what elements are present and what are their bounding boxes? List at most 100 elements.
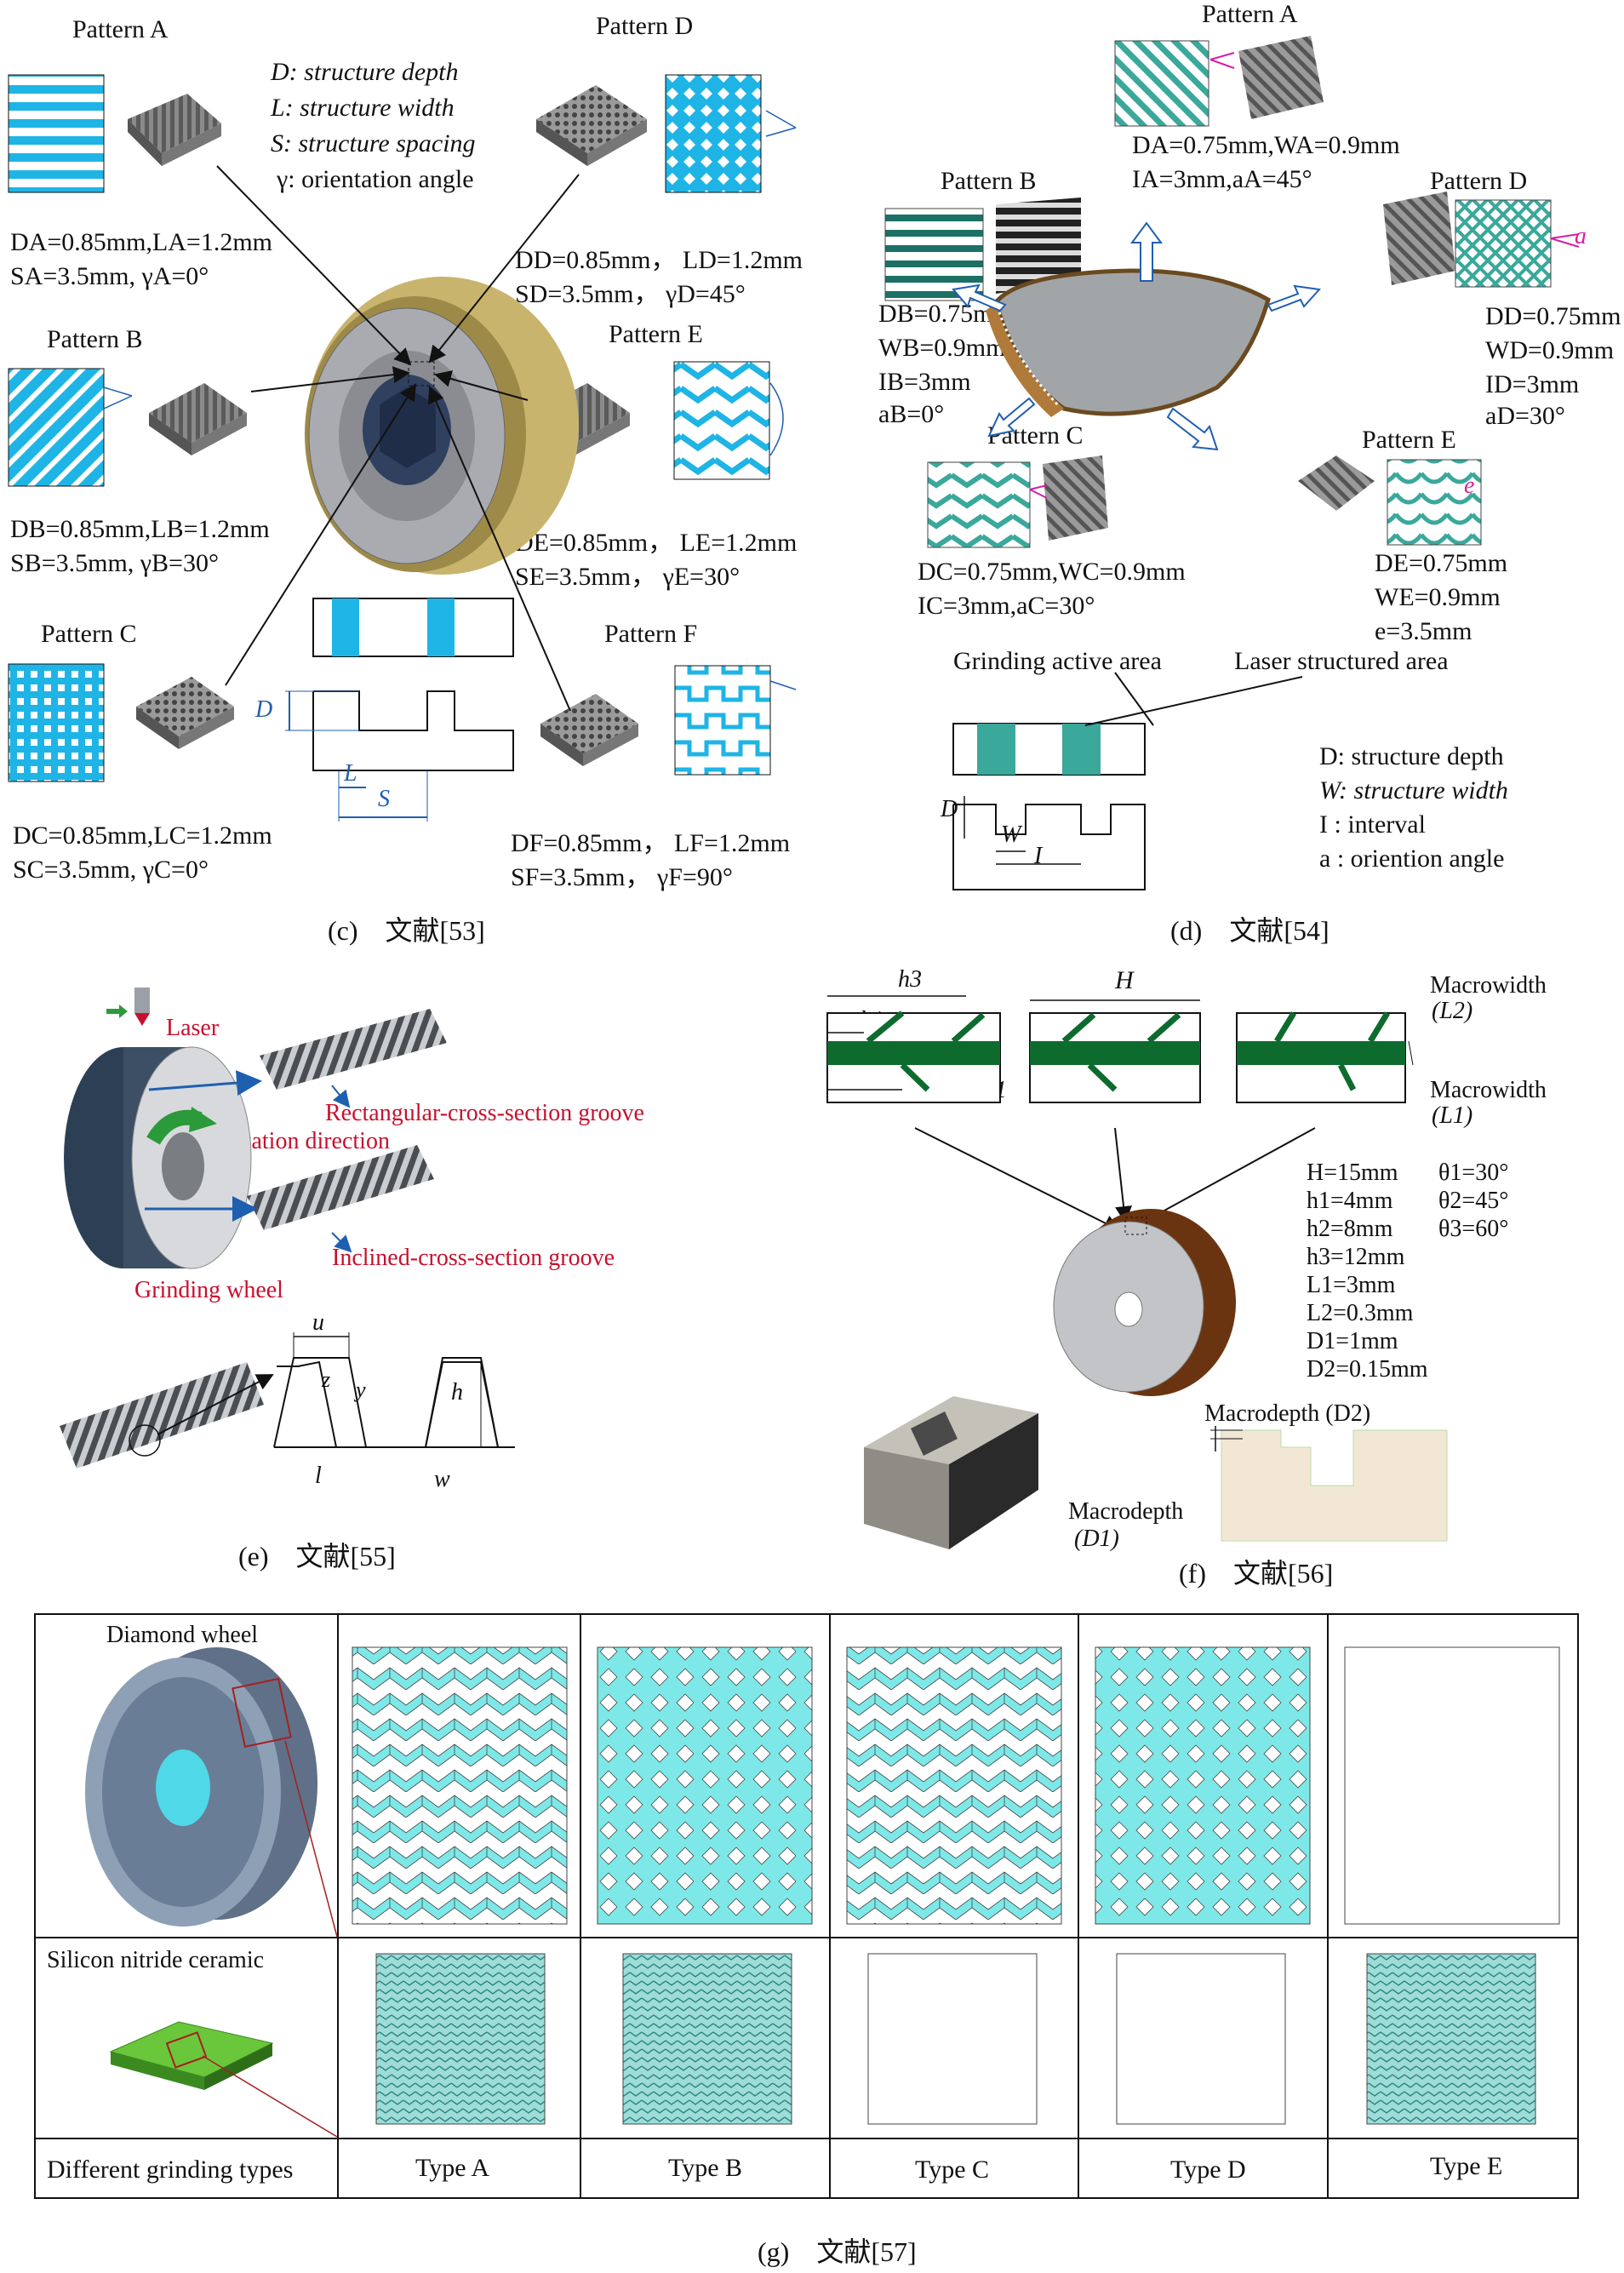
dim-h: h bbox=[451, 1379, 463, 1406]
params-c-2: SC=3.5mm, γC=0° bbox=[13, 856, 209, 884]
d-params-e-2: WE=0.9mm bbox=[1375, 583, 1501, 611]
pattern-e-title: Pattern E bbox=[609, 320, 703, 348]
silicon-nitride-label: Silicon nitride ceramic bbox=[47, 1947, 265, 1973]
pattern-c-grid bbox=[8, 663, 105, 782]
panel-c: Pattern A Pattern D Pattern B Pattern E … bbox=[0, 0, 817, 946]
d-pattern-c-teal bbox=[927, 461, 1031, 548]
pattern-b-title: Pattern B bbox=[47, 325, 143, 353]
feed-arrow-icon bbox=[106, 1005, 128, 1018]
d-params-a-1: DA=0.75mm,WA=0.9mm bbox=[1132, 131, 1400, 159]
inclined-groove-block bbox=[247, 1145, 434, 1230]
angle-a-label: a bbox=[1575, 223, 1587, 249]
legend-depth: D: structure depth bbox=[271, 58, 459, 86]
d-params-c-2: IC=3mm,aC=30° bbox=[918, 592, 1095, 620]
angle-e-label: e bbox=[1464, 472, 1475, 499]
g-cell-type-e bbox=[1327, 2138, 1579, 2199]
panel-c-graphics bbox=[8, 74, 797, 822]
f-theta2-value: θ2=45° bbox=[1438, 1188, 1509, 1214]
laser-structured-area-label: Laser structured area bbox=[1234, 647, 1449, 675]
g-ceramic-pattern-c bbox=[867, 1953, 1038, 2125]
d-pattern-d-3d bbox=[1383, 192, 1455, 285]
groove-sketch-2 bbox=[1029, 1012, 1201, 1103]
pattern-d-diamonds bbox=[665, 74, 762, 193]
d-pattern-b-teal bbox=[884, 208, 984, 301]
d-direction-arrows bbox=[952, 221, 1322, 451]
groove-sketch-1 bbox=[826, 1011, 1001, 1103]
legend-angle: γ: orientation angle bbox=[277, 165, 474, 193]
rect-groove-block bbox=[260, 1009, 447, 1090]
section-profile bbox=[312, 690, 514, 771]
pattern-d-3d-block bbox=[536, 85, 647, 153]
panel-e-graphics bbox=[60, 988, 515, 1469]
d-params-c-1: DC=0.75mm,WC=0.9mm bbox=[918, 558, 1186, 586]
d-params-e-3: e=3.5mm bbox=[1375, 617, 1472, 645]
f-l2: (L2) bbox=[1432, 998, 1473, 1024]
groove-sketch-3 bbox=[1236, 1011, 1406, 1103]
f-profile bbox=[1221, 1429, 1448, 1542]
g-ceramic-pattern-d bbox=[1116, 1953, 1286, 2125]
d-pattern-e-title: Pattern E bbox=[1362, 426, 1456, 454]
f-d1: (D1) bbox=[1074, 1526, 1119, 1552]
f-macrowidth-l1: Macrowidth bbox=[1430, 1077, 1547, 1103]
panel-g-graphics bbox=[85, 1646, 1560, 2138]
d-params-d-1: DD=0.75mm bbox=[1485, 302, 1621, 330]
params-f-2: SF=3.5mm， γF=90° bbox=[511, 863, 733, 891]
d-params-b-4: aB=0° bbox=[878, 400, 945, 428]
d-params-d-4: aD=30° bbox=[1485, 402, 1565, 430]
params-d-2: SD=3.5mm， γD=45° bbox=[515, 280, 746, 308]
panel-g: Diamond wheel Silicon nitride ceramic Di… bbox=[34, 1613, 1579, 2209]
d-wheel-section bbox=[986, 268, 1271, 417]
pattern-c-3d-block bbox=[136, 677, 234, 736]
params-c-1: DC=0.85mm,LC=1.2mm bbox=[13, 822, 272, 850]
d-pattern-b-3d bbox=[996, 198, 1081, 294]
type-c-label: Type C bbox=[915, 2156, 990, 2184]
dim-s-label: S bbox=[378, 786, 390, 812]
panel-d: Pattern A Pattern B Pattern D Pattern C … bbox=[860, 0, 1624, 946]
pattern-f-title: Pattern F bbox=[604, 620, 698, 648]
d-pattern-a-3d bbox=[1238, 36, 1324, 119]
pattern-f-meander bbox=[674, 665, 771, 776]
d-legend-angle: a : oriention angle bbox=[1319, 845, 1505, 873]
d-pattern-d-title: Pattern D bbox=[1430, 167, 1528, 195]
f-macrodepth-d1: Macrodepth bbox=[1068, 1498, 1184, 1525]
g-wheel-pattern-c bbox=[846, 1646, 1062, 1925]
grinding-active-area-label: Grinding active area bbox=[953, 647, 1162, 675]
pattern-e-zigzag bbox=[673, 361, 770, 480]
caption-e: (e) 文献[55] bbox=[238, 1541, 396, 1572]
legend-spacing: S: structure spacing bbox=[271, 129, 476, 157]
dim-w: w bbox=[434, 1466, 450, 1492]
type-a-label: Type A bbox=[415, 2154, 490, 2182]
d-legend-width: W: structure width bbox=[1319, 776, 1508, 804]
d-pattern-e-3d bbox=[1298, 455, 1375, 511]
dim-l-label: L bbox=[344, 760, 357, 787]
panel-f-graphics bbox=[826, 995, 1448, 1549]
grinding-types-label: Different grinding types bbox=[47, 2156, 294, 2184]
d-pattern-a-title: Pattern A bbox=[1202, 0, 1298, 28]
g-wheel-pattern-b bbox=[597, 1646, 813, 1925]
f-h3: h3 bbox=[898, 966, 922, 993]
d-pattern-e-teal bbox=[1387, 459, 1482, 546]
diamond-wheel-label: Diamond wheel bbox=[106, 1622, 259, 1648]
f-3d-block bbox=[864, 1396, 1038, 1549]
d-dim-w: W bbox=[1001, 822, 1021, 848]
panel-d-graphics bbox=[884, 36, 1580, 890]
laser-head-icon bbox=[134, 988, 150, 1013]
f-param-h1: h1=4mm bbox=[1307, 1188, 1393, 1214]
d-params-d-2: WD=0.9mm bbox=[1485, 336, 1615, 364]
grinding-wheel bbox=[305, 277, 579, 575]
f-theta1-value: θ1=30° bbox=[1438, 1159, 1509, 1186]
g-wheel-pattern-a bbox=[352, 1646, 568, 1925]
grinding-wheel-label: Grinding wheel bbox=[134, 1277, 283, 1303]
f-l1: (L1) bbox=[1432, 1102, 1473, 1129]
d-dim-i: I bbox=[1034, 843, 1043, 869]
g-ceramic-pattern-a bbox=[375, 1953, 546, 2125]
panel-f: h3 h1 h2 H θ1 θ2 θ3 Macrowidth (L2) Macr… bbox=[817, 962, 1624, 1592]
f-H: H bbox=[1115, 966, 1134, 994]
pattern-f-3d-block bbox=[540, 694, 638, 753]
type-b-label: Type B bbox=[668, 2154, 743, 2182]
pattern-a-title: Pattern A bbox=[72, 15, 169, 43]
d-params-d-3: ID=3mm bbox=[1485, 370, 1580, 398]
dim-u: u bbox=[312, 1309, 324, 1336]
rect-groove-label: Rectangular-cross-section groove bbox=[325, 1100, 644, 1126]
f-param-L2: L2=0.3mm bbox=[1307, 1300, 1414, 1326]
